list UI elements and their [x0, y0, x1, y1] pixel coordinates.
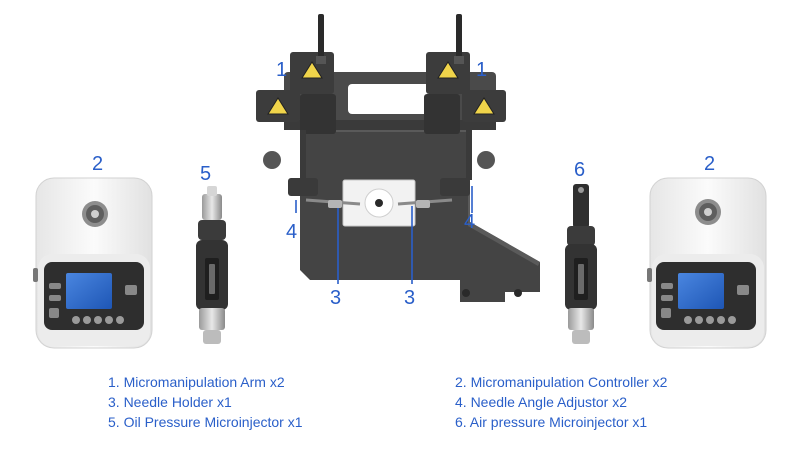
callout-arm-left: 1	[276, 59, 288, 81]
legend-right: 2. Micromanipulation Controller x2 4. Ne…	[455, 372, 667, 432]
micromanipulation-stage	[256, 14, 540, 302]
callout-controller-left: 2	[92, 153, 104, 175]
legend-item-air-injector: 6. Air pressure Microinjector x1	[455, 414, 648, 430]
leader-lines	[295, 186, 473, 284]
controller-left	[33, 177, 153, 349]
controller-right	[647, 177, 767, 349]
callout-oil-injector: 5	[200, 163, 212, 185]
legend-item-angle-adjustor: 4. Needle Angle Adjustor x2	[455, 394, 628, 410]
callout-air-injector: 6	[574, 159, 586, 181]
legend-left: 1. Micromanipulation Arm x2 3. Needle Ho…	[108, 372, 303, 432]
callout-adjustor-left: 4	[286, 221, 298, 243]
callout-holder-right: 3	[404, 287, 416, 309]
oil-microinjector	[196, 186, 228, 344]
air-microinjector	[565, 184, 597, 344]
legend-item-controller: 2. Micromanipulation Controller x2	[455, 374, 668, 390]
callout-adjustor-right: 4	[464, 211, 476, 233]
legend-item-arm: 1. Micromanipulation Arm x2	[108, 374, 285, 390]
callout-arm-right: 1	[476, 59, 488, 81]
callout-controller-right: 2	[704, 153, 716, 175]
callout-holder-left: 3	[330, 287, 342, 309]
legend-item-oil-injector: 5. Oil Pressure Microinjector x1	[108, 414, 303, 430]
legend-item-needle-holder: 3. Needle Holder x1	[108, 394, 232, 410]
